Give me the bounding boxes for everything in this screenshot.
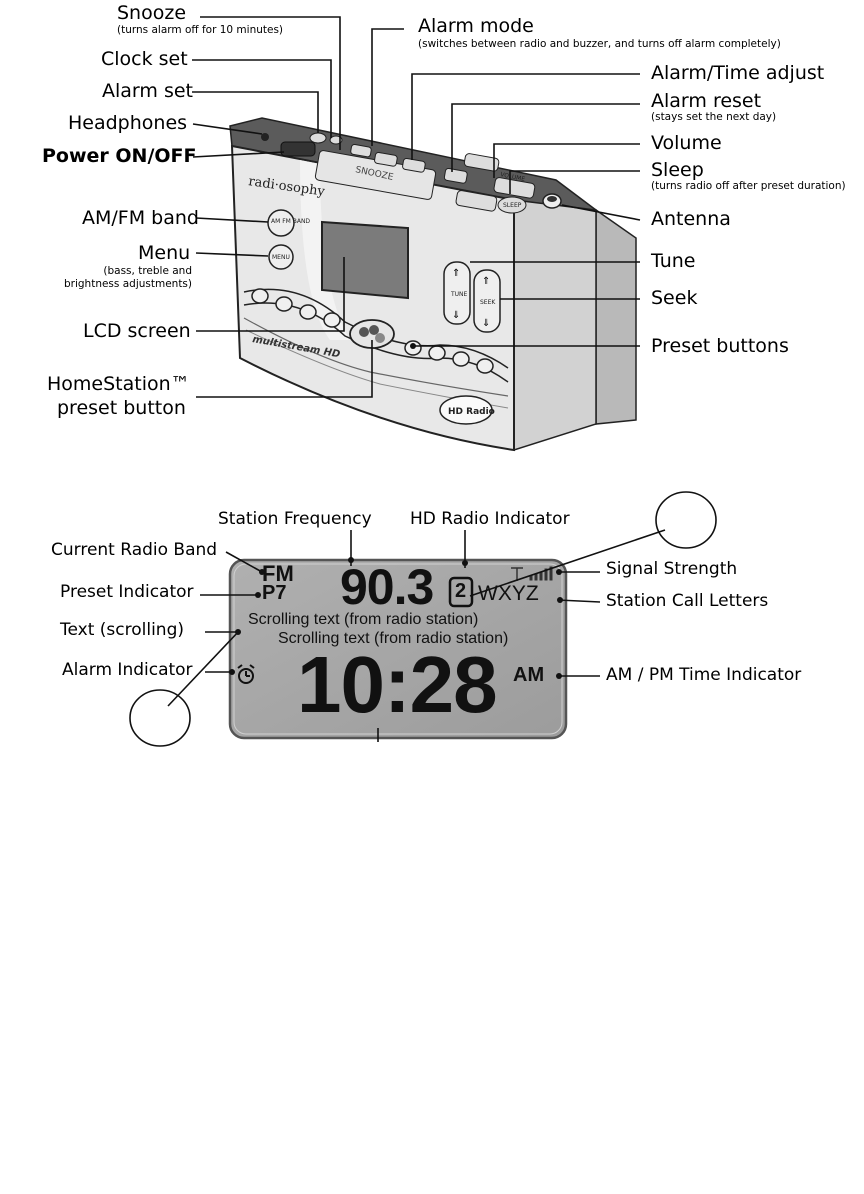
band-button-label: AM FM BAND (271, 218, 310, 225)
lcd-callout-signal-strength: Signal Strength (606, 559, 738, 579)
lcd-scroll-line-1: Scrolling text (from radio station) (248, 611, 479, 628)
signal-strength-icon (511, 566, 553, 581)
lcd-callout-text-scrolling: Text (scrolling) (60, 620, 185, 640)
callout-sleep: Sleep (651, 159, 704, 181)
callout-volume: Volume (651, 132, 722, 154)
svg-text:⇑: ⇑ (452, 268, 460, 279)
callout-menu: Menu (138, 242, 191, 264)
lcd-band-text: FM (262, 561, 294, 586)
seek-button-shape (473, 269, 501, 333)
svg-text:⇑: ⇑ (482, 276, 490, 287)
radio-device-illustration: radi·osophy SNOOZE VOLUME SLEEP AM FM BA… (229, 117, 637, 452)
lcd-callout-am-pm-indicator: AM / PM Time Indicator (606, 665, 802, 685)
svg-text:⇓: ⇓ (452, 310, 460, 321)
callout-alarm-mode: Alarm mode (418, 15, 534, 37)
seek-button-label: SEEK (480, 299, 496, 306)
tune-button-label: TUNE (450, 291, 468, 298)
callout-am-fm-band: AM/FM band (82, 207, 199, 229)
svg-text:HD Radio: HD Radio (448, 407, 495, 417)
alarm-clock-icon (237, 664, 255, 684)
svg-text:⇓: ⇓ (482, 318, 490, 329)
antenna-icon (542, 193, 562, 209)
callout-preset-buttons: Preset buttons (651, 335, 789, 357)
callout-homestation-1: HomeStation™ (47, 373, 190, 395)
callout-alarm-time-adjust: Alarm/Time adjust (651, 62, 825, 84)
callout-alarm-reset-note: (stays set the next day) (651, 111, 777, 123)
lcd-hd-channel-text: 2 (455, 580, 467, 602)
callout-sleep-note: (turns radio off after preset duration) (651, 180, 846, 192)
callout-alarm-reset: Alarm reset (651, 90, 762, 112)
callout-clock-set: Clock set (101, 48, 188, 70)
leader-lines (129, 16, 717, 747)
lcd-callout-alarm-indicator: Alarm Indicator (62, 660, 193, 680)
callout-snooze: Snooze (117, 2, 187, 24)
headphone-jack (261, 133, 269, 141)
lcd-callout-station-frequency: Station Frequency (218, 509, 372, 529)
callout-homestation-2: preset button (57, 397, 186, 419)
menu-button-shape (268, 244, 294, 270)
callout-power: Power ON/OFF (42, 145, 197, 167)
menu-button-label: MENU (272, 254, 290, 261)
lcd-callout-hd-radio-indicator: HD Radio Indicator (410, 509, 570, 529)
lcd-frequency-text: 90.3 (340, 559, 434, 615)
lcd-callout-current-radio-band: Current Radio Band (51, 540, 218, 560)
sleep-button-label: SLEEP (503, 202, 522, 209)
lcd-time-text: 10:28 (297, 640, 498, 729)
lcd-screen-detail (228, 558, 568, 740)
callout-seek: Seek (651, 287, 698, 309)
power-button-shape (280, 141, 316, 157)
callout-tune: Tune (651, 250, 696, 272)
lcd-preset-text: P7 (262, 582, 287, 604)
callout-menu-note-2: brightness adjustments) (63, 278, 192, 290)
callout-headphones: Headphones (68, 112, 188, 134)
callout-alarm-set: Alarm set (102, 80, 193, 102)
callout-snooze-note: (turns alarm off for 10 minutes) (117, 24, 284, 36)
callout-menu-note-1: (bass, treble and (103, 265, 192, 277)
lcd-scroll-line-2: Scrolling text (from radio station) (278, 630, 509, 647)
hd-channel-box (448, 576, 474, 608)
lcd-callout-station-call-letters: Station Call Letters (606, 591, 769, 611)
hd-radio-logo-icon: HD Radio (439, 395, 495, 425)
lcd-callout-preset-indicator: Preset Indicator (60, 582, 194, 602)
lcd-ampm-text: AM (513, 664, 545, 686)
callout-lcd-screen: LCD screen (83, 320, 191, 342)
tune-button-shape (443, 261, 471, 325)
callout-alarm-mode-note: (switches between radio and buzzer, and … (418, 38, 781, 50)
preset-buttons-shape (251, 288, 494, 374)
am-fm-band-button-shape (267, 209, 295, 237)
callout-antenna: Antenna (651, 208, 731, 230)
